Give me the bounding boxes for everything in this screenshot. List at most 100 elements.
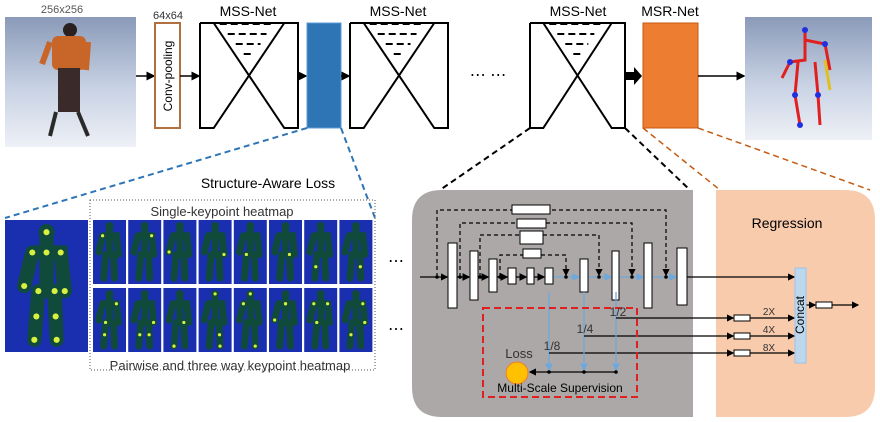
hourglass-shape [529, 22, 626, 129]
msr-net-block [642, 22, 699, 129]
keypoint [52, 313, 59, 320]
heatmap-panel [5, 220, 373, 352]
feature-block [526, 267, 535, 285]
body-silhouette [200, 225, 228, 282]
thick-arrow [626, 67, 642, 85]
keypoint [43, 229, 50, 236]
keypoint [147, 333, 151, 337]
upsample-2x-label: 2X [763, 307, 776, 318]
skip-block [511, 204, 551, 215]
head-silhouette [246, 221, 255, 230]
keypoint [103, 320, 108, 325]
junction-dot [630, 275, 634, 279]
ellipsis-1: ⋯ [388, 253, 404, 270]
pairwise-heatmap-label: Pairwise and three way keypoint heatmap [110, 358, 351, 373]
feature-block [488, 258, 498, 293]
feature-block [469, 250, 479, 301]
upsample-4x-label: 4X [763, 325, 776, 336]
keypoint [314, 265, 318, 269]
head-silhouette [281, 289, 290, 298]
hourglass-detail [420, 204, 860, 376]
feature-block [447, 242, 458, 309]
conv-pooling-label: Conv-pooling [161, 41, 175, 112]
heatmap-group-border [89, 199, 376, 371]
keypoint [358, 265, 362, 269]
keypoint [222, 252, 226, 257]
keypoint [53, 336, 60, 343]
head-silhouette [140, 289, 149, 298]
regression-label: Regression [752, 215, 823, 231]
keypoint [101, 234, 105, 238]
keypoint [182, 320, 186, 325]
concat-label: Concat [793, 295, 807, 334]
head-silhouette [281, 221, 290, 230]
keypoint [244, 252, 248, 257]
keypoint [167, 250, 171, 254]
head-silhouette [140, 221, 149, 230]
keypoint [33, 313, 40, 320]
conv-size-label: 64x64 [153, 10, 183, 22]
keypoint [21, 282, 28, 290]
keypoint [312, 302, 316, 306]
multi-scale-supervision-box [482, 307, 638, 398]
upsample-block [733, 349, 751, 357]
skip-block [519, 230, 544, 245]
head-silhouette [175, 221, 184, 230]
skip-connection [499, 254, 570, 277]
scale-half-label: 1/2 [610, 305, 627, 319]
keypoint [253, 344, 257, 348]
head-silhouette [175, 289, 184, 298]
head-silhouette [316, 221, 325, 230]
body-silhouette [200, 293, 228, 350]
keypoint [114, 302, 118, 306]
concat-bar [794, 267, 807, 364]
output-pose-image [745, 17, 872, 140]
msr-net-label: MSR-Net [641, 3, 699, 19]
keypoint [43, 249, 50, 256]
scale-quarter-label: 1/4 [577, 322, 594, 336]
junction-dot [498, 275, 502, 279]
structure-aware-loss-label: Structure-Aware Loss [201, 175, 335, 191]
keypoint [51, 288, 58, 295]
keypoint [325, 302, 330, 306]
keypoint [217, 333, 222, 337]
single-keypoint-heatmap-label: Single-keypoint heatmap [150, 204, 293, 219]
junction-dot [458, 275, 462, 279]
mss-net-3 [529, 22, 626, 129]
body-silhouette [271, 225, 298, 282]
feature-block [507, 267, 517, 285]
multi-scale-supervision-label: Multi-Scale Supervision [497, 381, 622, 395]
keypoint [218, 344, 222, 348]
upsample-8x-label: 8X [763, 343, 776, 354]
keypoint [102, 333, 107, 337]
final-block [815, 301, 833, 309]
skip-block [522, 248, 542, 259]
head-silhouette [105, 221, 114, 230]
keypoint [283, 302, 288, 306]
ellipsis-2: ⋯ [388, 321, 404, 338]
head-silhouette [211, 221, 220, 230]
keypoint [241, 302, 246, 306]
conv-pooling-block [154, 22, 181, 129]
body-silhouette [130, 293, 158, 350]
junction-dot [478, 275, 482, 279]
keypoint [349, 333, 353, 337]
feature-block [676, 247, 688, 306]
keypoint [35, 288, 42, 295]
keypoint [61, 288, 68, 295]
mss-net-2 [349, 22, 449, 129]
mss-net-1 [199, 22, 299, 129]
body-silhouette [236, 293, 263, 350]
keypoint [273, 318, 277, 322]
keypoint [57, 249, 64, 256]
body-silhouette [271, 293, 298, 350]
junction-dot [664, 275, 668, 279]
keypoint [151, 320, 156, 325]
mss-net-3-label: MSS-Net [550, 3, 607, 19]
loss-circle [505, 361, 529, 385]
head-silhouette [105, 289, 114, 298]
mss-net-2-label: MSS-Net [370, 3, 427, 19]
body-silhouette [95, 225, 122, 282]
keypoint [149, 234, 154, 238]
